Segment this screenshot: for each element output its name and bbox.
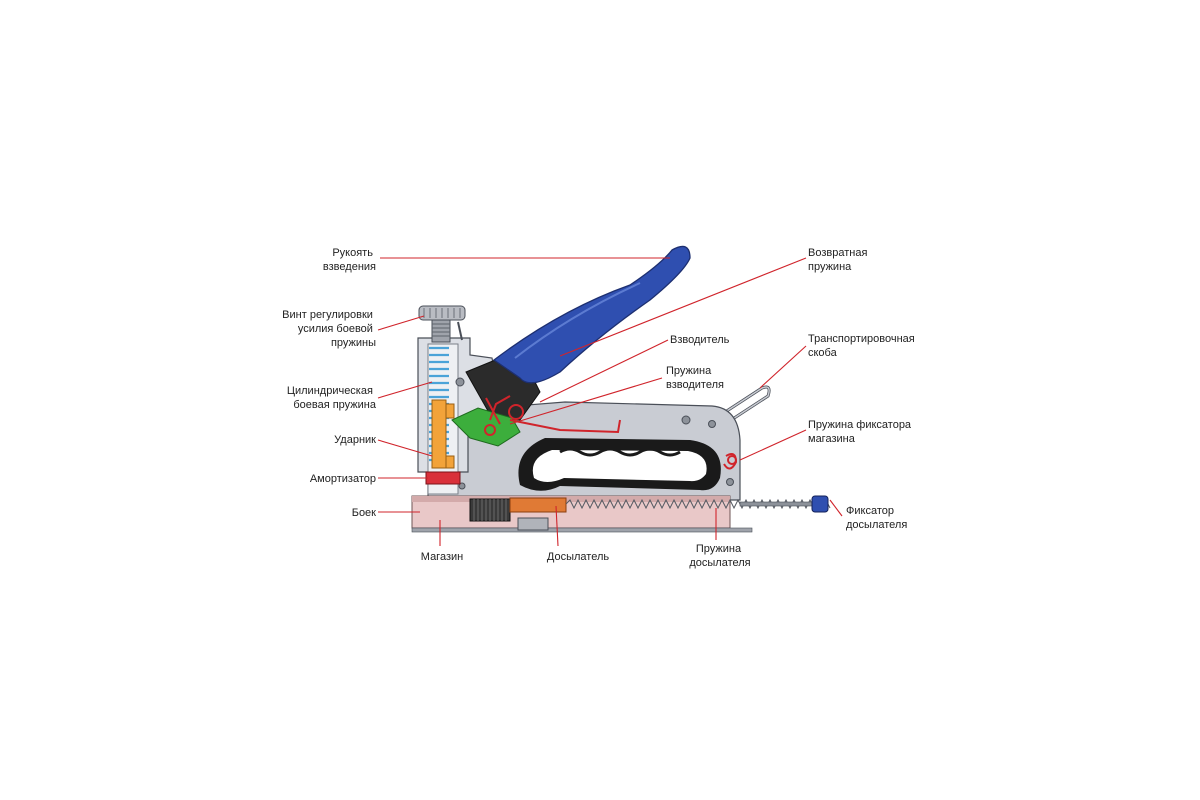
label-firing-pin: Боек	[352, 507, 376, 519]
damper	[425, 471, 461, 485]
stapler-illustration	[411, 245, 831, 533]
label-transport-bracket: Транспортировочная скоба	[808, 333, 918, 359]
pusher-lock	[811, 495, 829, 513]
cocking-handle	[492, 245, 691, 384]
pusher-spring	[565, 498, 831, 510]
label-pusher-lock: Фиксатор досылателя	[846, 505, 907, 531]
red-springs	[484, 395, 738, 470]
label-damper: Амортизатор	[310, 473, 376, 485]
label-main-spring: Цилиндрическая боевая пружина	[287, 385, 377, 411]
labels: Рукоять взведения Возвратная пружина Вин…	[282, 247, 918, 569]
label-pusher: Досылатель	[547, 551, 609, 563]
label-striker: Ударник	[334, 434, 376, 446]
pusher	[509, 497, 567, 513]
label-magazine: Магазин	[421, 551, 463, 563]
label-pusher-spring: Пружина досылателя	[689, 543, 750, 569]
striker	[431, 399, 447, 469]
leader-lines	[377, 257, 843, 547]
label-cocker: Взводитель	[670, 334, 730, 346]
label-adjust-screw: Винт регулировки усилия боевой пружины	[282, 309, 376, 349]
label-magazine-lock-spring: Пружина фиксатора магазина	[808, 419, 914, 445]
label-cocker-spring: Пружина взводителя	[666, 365, 724, 391]
label-cocking-handle: Рукоять взведения	[323, 247, 376, 273]
label-return-spring: Возвратная пружина	[808, 247, 870, 273]
